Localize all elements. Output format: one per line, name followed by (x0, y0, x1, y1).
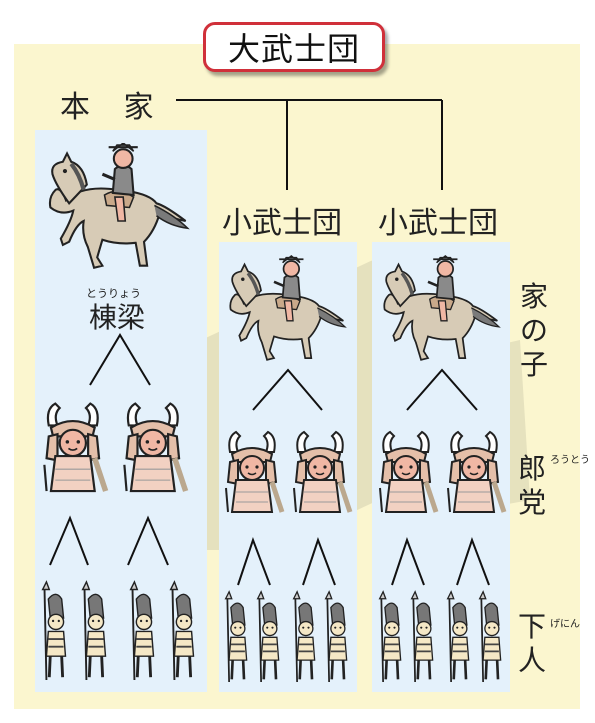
honke-label: 本 家 (60, 90, 166, 125)
small-group-label-2: 小武士団 (378, 206, 498, 241)
touryou-ruby: とうりょう (86, 287, 141, 300)
foot-soldier-icon (410, 590, 434, 682)
foot-soldier-icon (224, 590, 248, 682)
armored-samurai-icon (290, 430, 354, 518)
foot-soldier-icon (378, 590, 402, 682)
genin-label: 下人 (516, 610, 548, 678)
small-group-label-1: 小武士団 (222, 206, 342, 241)
foot-soldier-icon (256, 590, 280, 682)
armored-samurai-icon (444, 430, 508, 518)
armored-samurai-icon (40, 402, 110, 497)
genin-ruby: げにん (550, 618, 580, 632)
ienoko-label: 家の子 (518, 280, 550, 382)
armored-samurai-icon (376, 430, 440, 518)
page-title: 大武士団 (203, 22, 385, 72)
armored-samurai-icon (120, 402, 190, 497)
genin-text: 下人 (517, 610, 546, 677)
armored-samurai-icon (222, 430, 286, 518)
horse-rider-icon (38, 143, 198, 273)
routou-label: 郎党 (516, 452, 548, 520)
routou-ruby: ろうとう (550, 455, 590, 467)
touryou-label: 棟梁 (89, 301, 146, 334)
foot-soldier-icon (478, 590, 502, 682)
foot-soldier-icon (292, 590, 316, 682)
foot-soldier-icon (446, 590, 470, 682)
foot-soldier-icon (41, 580, 67, 680)
foot-soldier-icon (81, 580, 107, 680)
ienoko-text: 家の子 (519, 280, 548, 381)
foot-soldier-icon (169, 580, 195, 680)
foot-soldier-icon (129, 580, 155, 680)
horse-rider-icon (382, 255, 501, 362)
foot-soldier-icon (324, 590, 348, 682)
horse-rider-icon (228, 255, 347, 362)
routou-text: 郎党 (517, 452, 546, 519)
